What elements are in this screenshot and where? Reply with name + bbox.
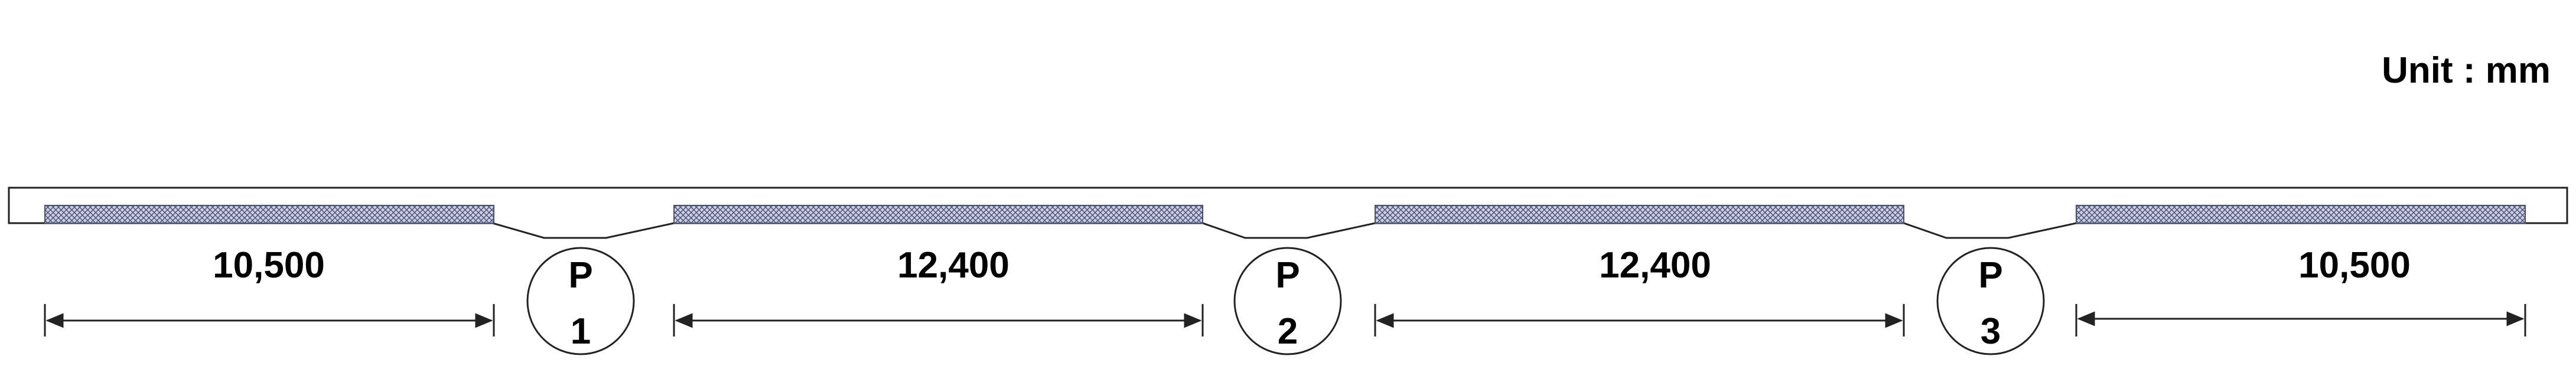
pier-marker-3: P 3 xyxy=(1936,247,2045,355)
slab-segment-1 xyxy=(44,205,494,224)
slab-segment-3 xyxy=(1375,205,1904,224)
pier-marker-1: P 1 xyxy=(526,247,635,355)
pier-number: 3 xyxy=(1981,311,2001,352)
dimension-line-1 xyxy=(44,304,495,336)
pier-marker-2: P 2 xyxy=(1233,247,1342,355)
span-label-2: 12,400 xyxy=(897,245,1009,286)
dimension-line-3 xyxy=(1374,304,1905,336)
pier-letter: P xyxy=(1978,255,2002,296)
span-label-4: 10,500 xyxy=(2298,245,2411,286)
slab-segment-4 xyxy=(2076,205,2526,224)
dimension-line-2 xyxy=(673,304,1204,336)
pier-circle xyxy=(1936,247,2045,355)
pier-letter: P xyxy=(1275,255,1300,296)
pier-letter: P xyxy=(568,255,592,296)
span-label-3: 12,400 xyxy=(1599,245,1711,286)
pier-number: 1 xyxy=(571,311,591,352)
dimension-line-4 xyxy=(2075,304,2526,336)
pier-circle xyxy=(526,247,635,355)
slab-segment-2 xyxy=(673,205,1203,224)
span-label-1: 10,500 xyxy=(213,245,325,286)
unit-label: Unit : mm xyxy=(2382,50,2551,91)
pier-circle xyxy=(1233,247,1342,355)
pier-number: 2 xyxy=(1278,311,1298,352)
